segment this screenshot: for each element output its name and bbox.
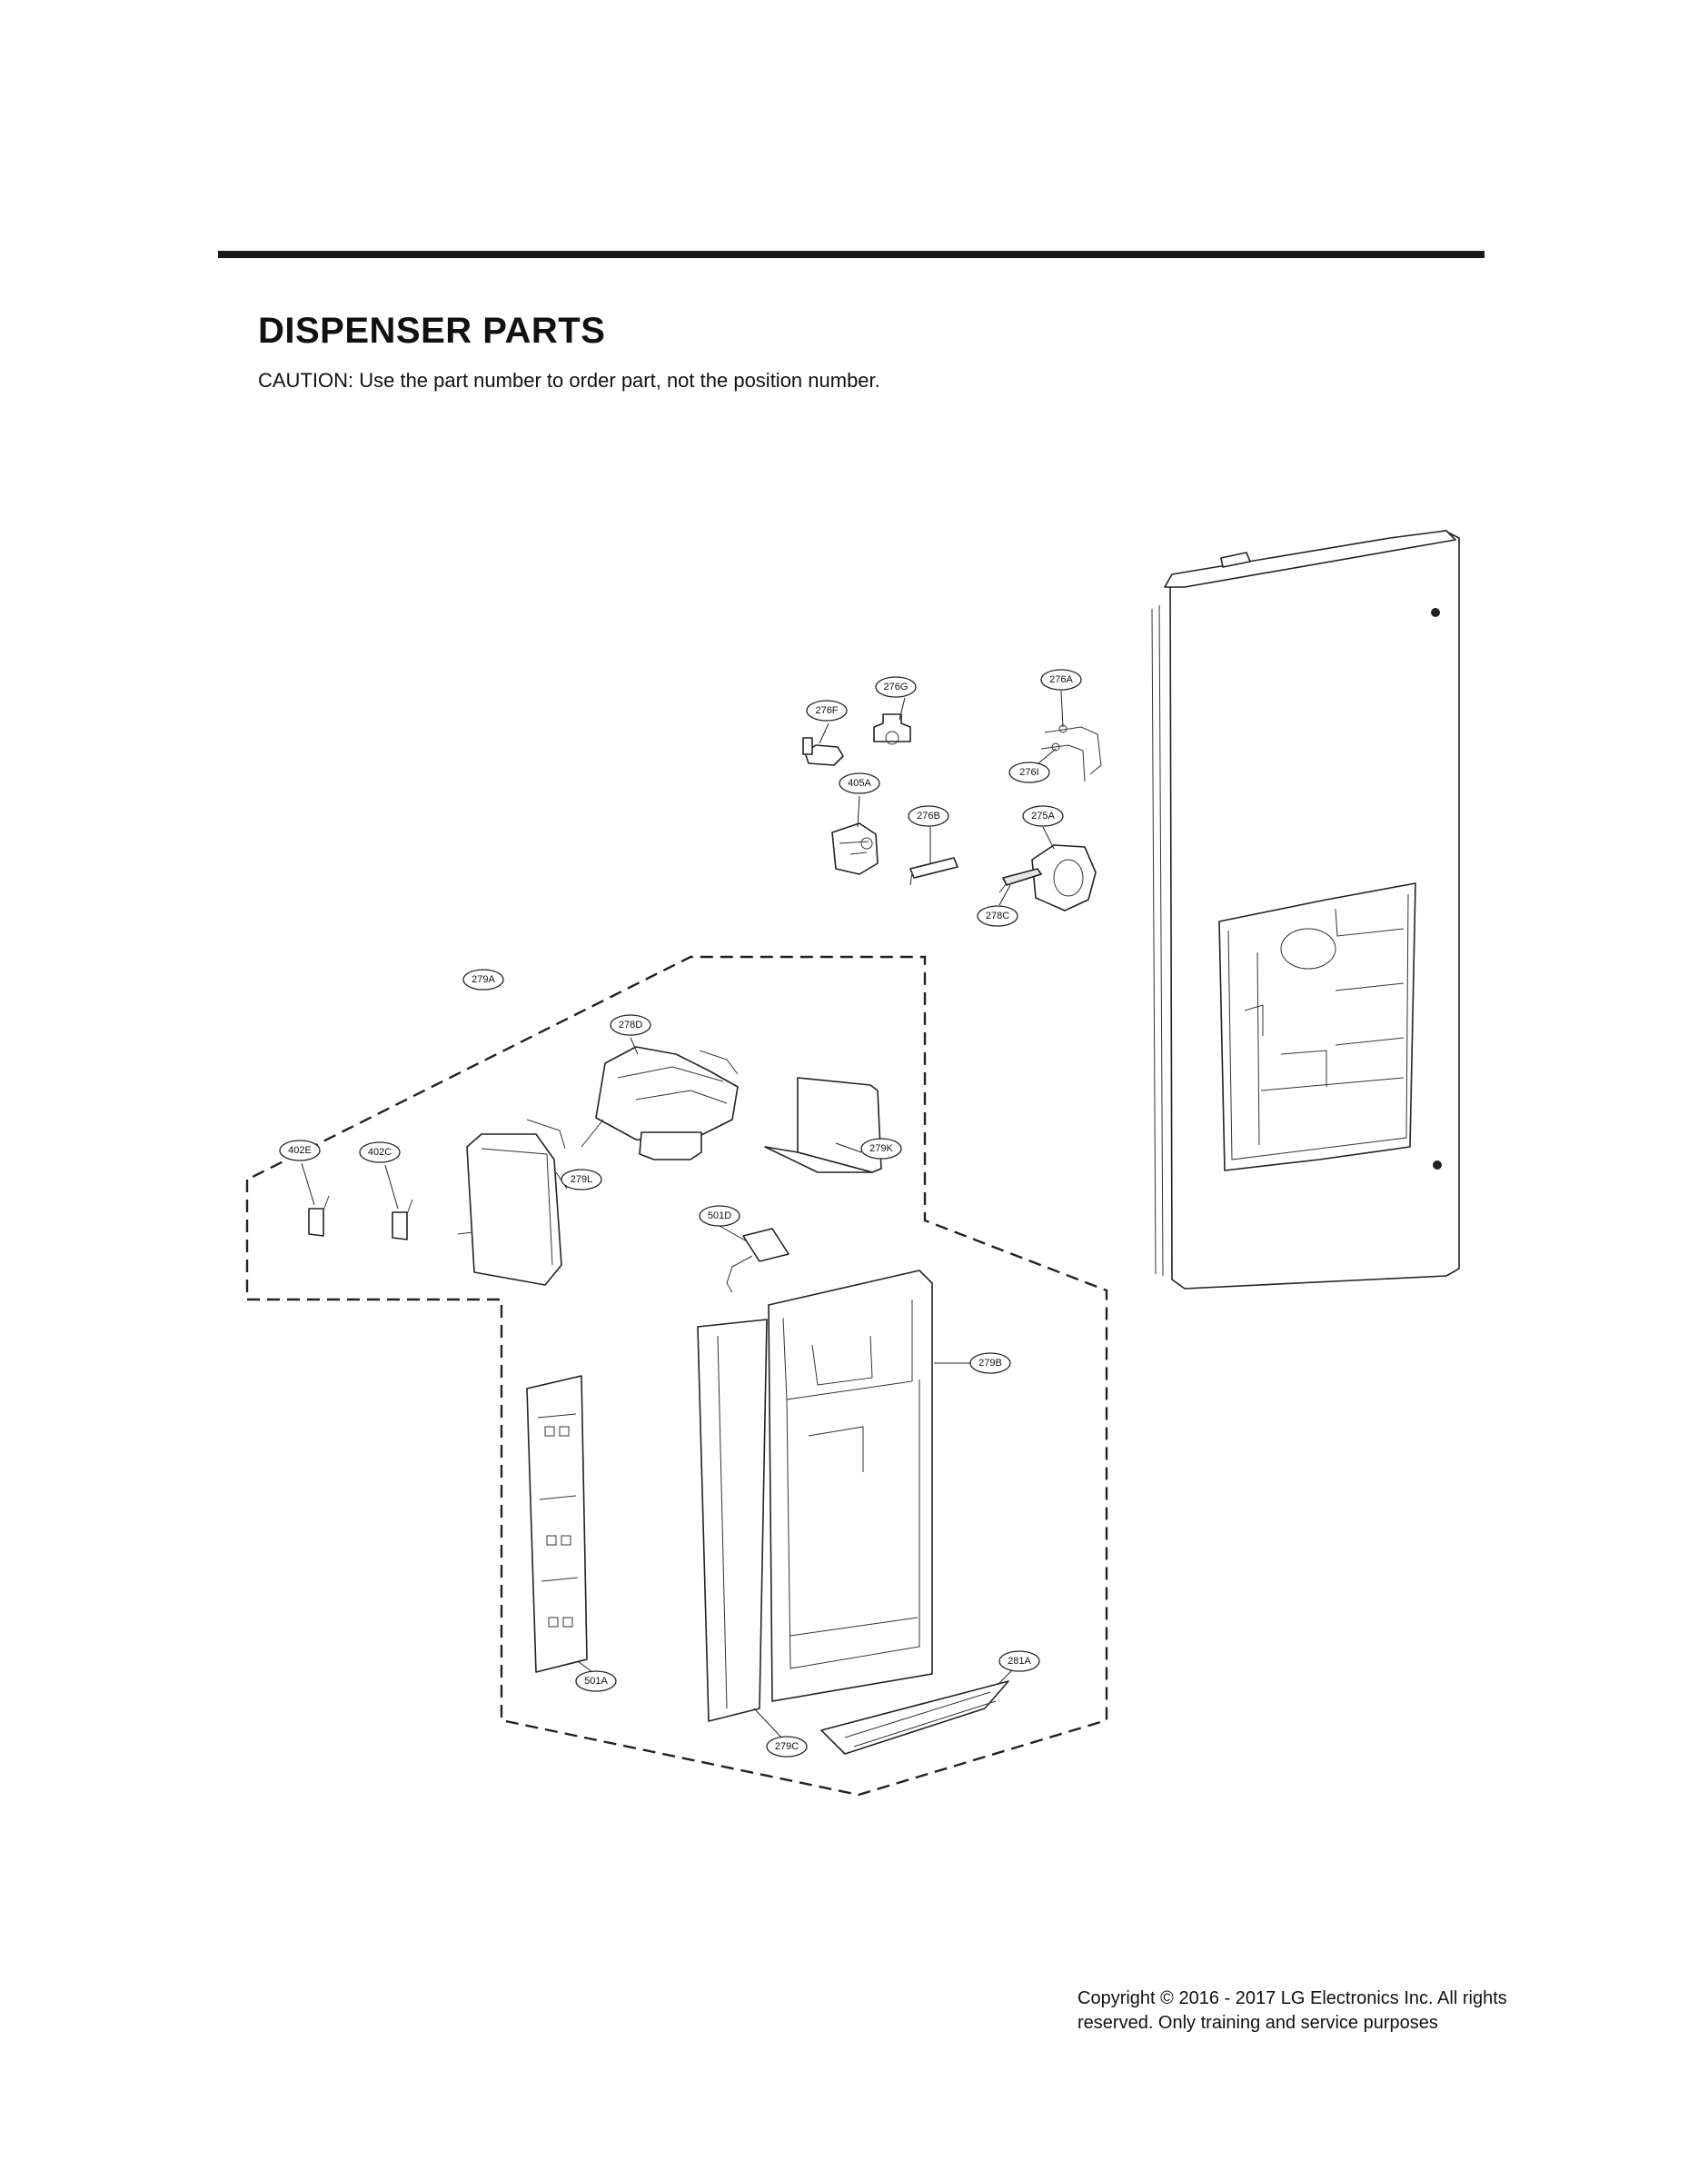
part-279B xyxy=(768,1270,933,1702)
part-281A xyxy=(820,1680,1009,1755)
svg-text:276I: 276I xyxy=(1019,767,1038,778)
callout-281A: 281A xyxy=(998,1650,1040,1672)
assembly-boundary xyxy=(245,955,1108,1797)
part-279L xyxy=(457,1119,566,1286)
leader-lines xyxy=(301,690,1064,1742)
svg-text:279B: 279B xyxy=(978,1358,1002,1369)
caution-note: CAUTION: Use the part number to order pa… xyxy=(258,369,880,392)
part-276G xyxy=(873,713,911,745)
callout-501A: 501A xyxy=(575,1670,617,1692)
part-501A xyxy=(526,1375,588,1673)
callout-278D: 278D xyxy=(610,1014,651,1036)
svg-text:279L: 279L xyxy=(571,1174,592,1185)
callout-276B: 276B xyxy=(908,805,949,827)
svg-text:402C: 402C xyxy=(368,1147,392,1158)
part-279K xyxy=(764,1077,882,1173)
svg-text:276F: 276F xyxy=(815,705,838,716)
svg-text:402E: 402E xyxy=(288,1145,312,1156)
callout-405A: 405A xyxy=(839,772,880,794)
part-405A xyxy=(831,822,879,875)
part-501D xyxy=(726,1228,789,1293)
svg-text:276A: 276A xyxy=(1049,674,1073,685)
callout-501D: 501D xyxy=(699,1205,740,1227)
svg-text:278D: 278D xyxy=(619,1020,642,1031)
top-rule xyxy=(218,251,1485,258)
svg-text:279A: 279A xyxy=(472,974,495,985)
part-279C xyxy=(697,1319,768,1722)
copyright-notice: Copyright © 2016 - 2017 LG Electronics I… xyxy=(1077,1988,1507,2033)
part-275A xyxy=(998,844,1097,911)
part-276B xyxy=(909,857,958,886)
door-panel xyxy=(1151,530,1460,1290)
callout-276G: 276G xyxy=(875,676,917,698)
callout-276F: 276F xyxy=(806,700,848,722)
svg-text:501A: 501A xyxy=(584,1676,608,1687)
svg-text:279K: 279K xyxy=(869,1143,893,1154)
callout-279A: 279A xyxy=(462,969,504,991)
svg-text:279C: 279C xyxy=(775,1741,799,1752)
callout-276A: 276A xyxy=(1040,669,1082,691)
svg-text:405A: 405A xyxy=(848,778,871,789)
part-278D xyxy=(581,1046,739,1160)
svg-text:501D: 501D xyxy=(708,1210,731,1221)
callout-279C: 279C xyxy=(766,1736,808,1758)
callout-402E: 402E xyxy=(279,1140,321,1161)
callout-275A: 275A xyxy=(1022,805,1064,827)
part-402C xyxy=(392,1199,413,1240)
part-276F xyxy=(802,737,844,766)
svg-text:278C: 278C xyxy=(986,911,1009,921)
svg-text:281A: 281A xyxy=(1008,1656,1031,1667)
part-402E xyxy=(308,1195,330,1237)
svg-text:276B: 276B xyxy=(917,811,940,822)
callout-402C: 402C xyxy=(359,1141,401,1163)
callout-279L: 279L xyxy=(561,1169,602,1190)
svg-text:275A: 275A xyxy=(1031,811,1055,822)
svg-text:276G: 276G xyxy=(884,682,909,692)
callout-276I: 276I xyxy=(1008,762,1050,783)
callout-279K: 279K xyxy=(860,1138,902,1160)
page-title: DISPENSER PARTS xyxy=(258,311,606,351)
callout-279B: 279B xyxy=(969,1352,1011,1374)
callout-278C: 278C xyxy=(977,905,1018,927)
